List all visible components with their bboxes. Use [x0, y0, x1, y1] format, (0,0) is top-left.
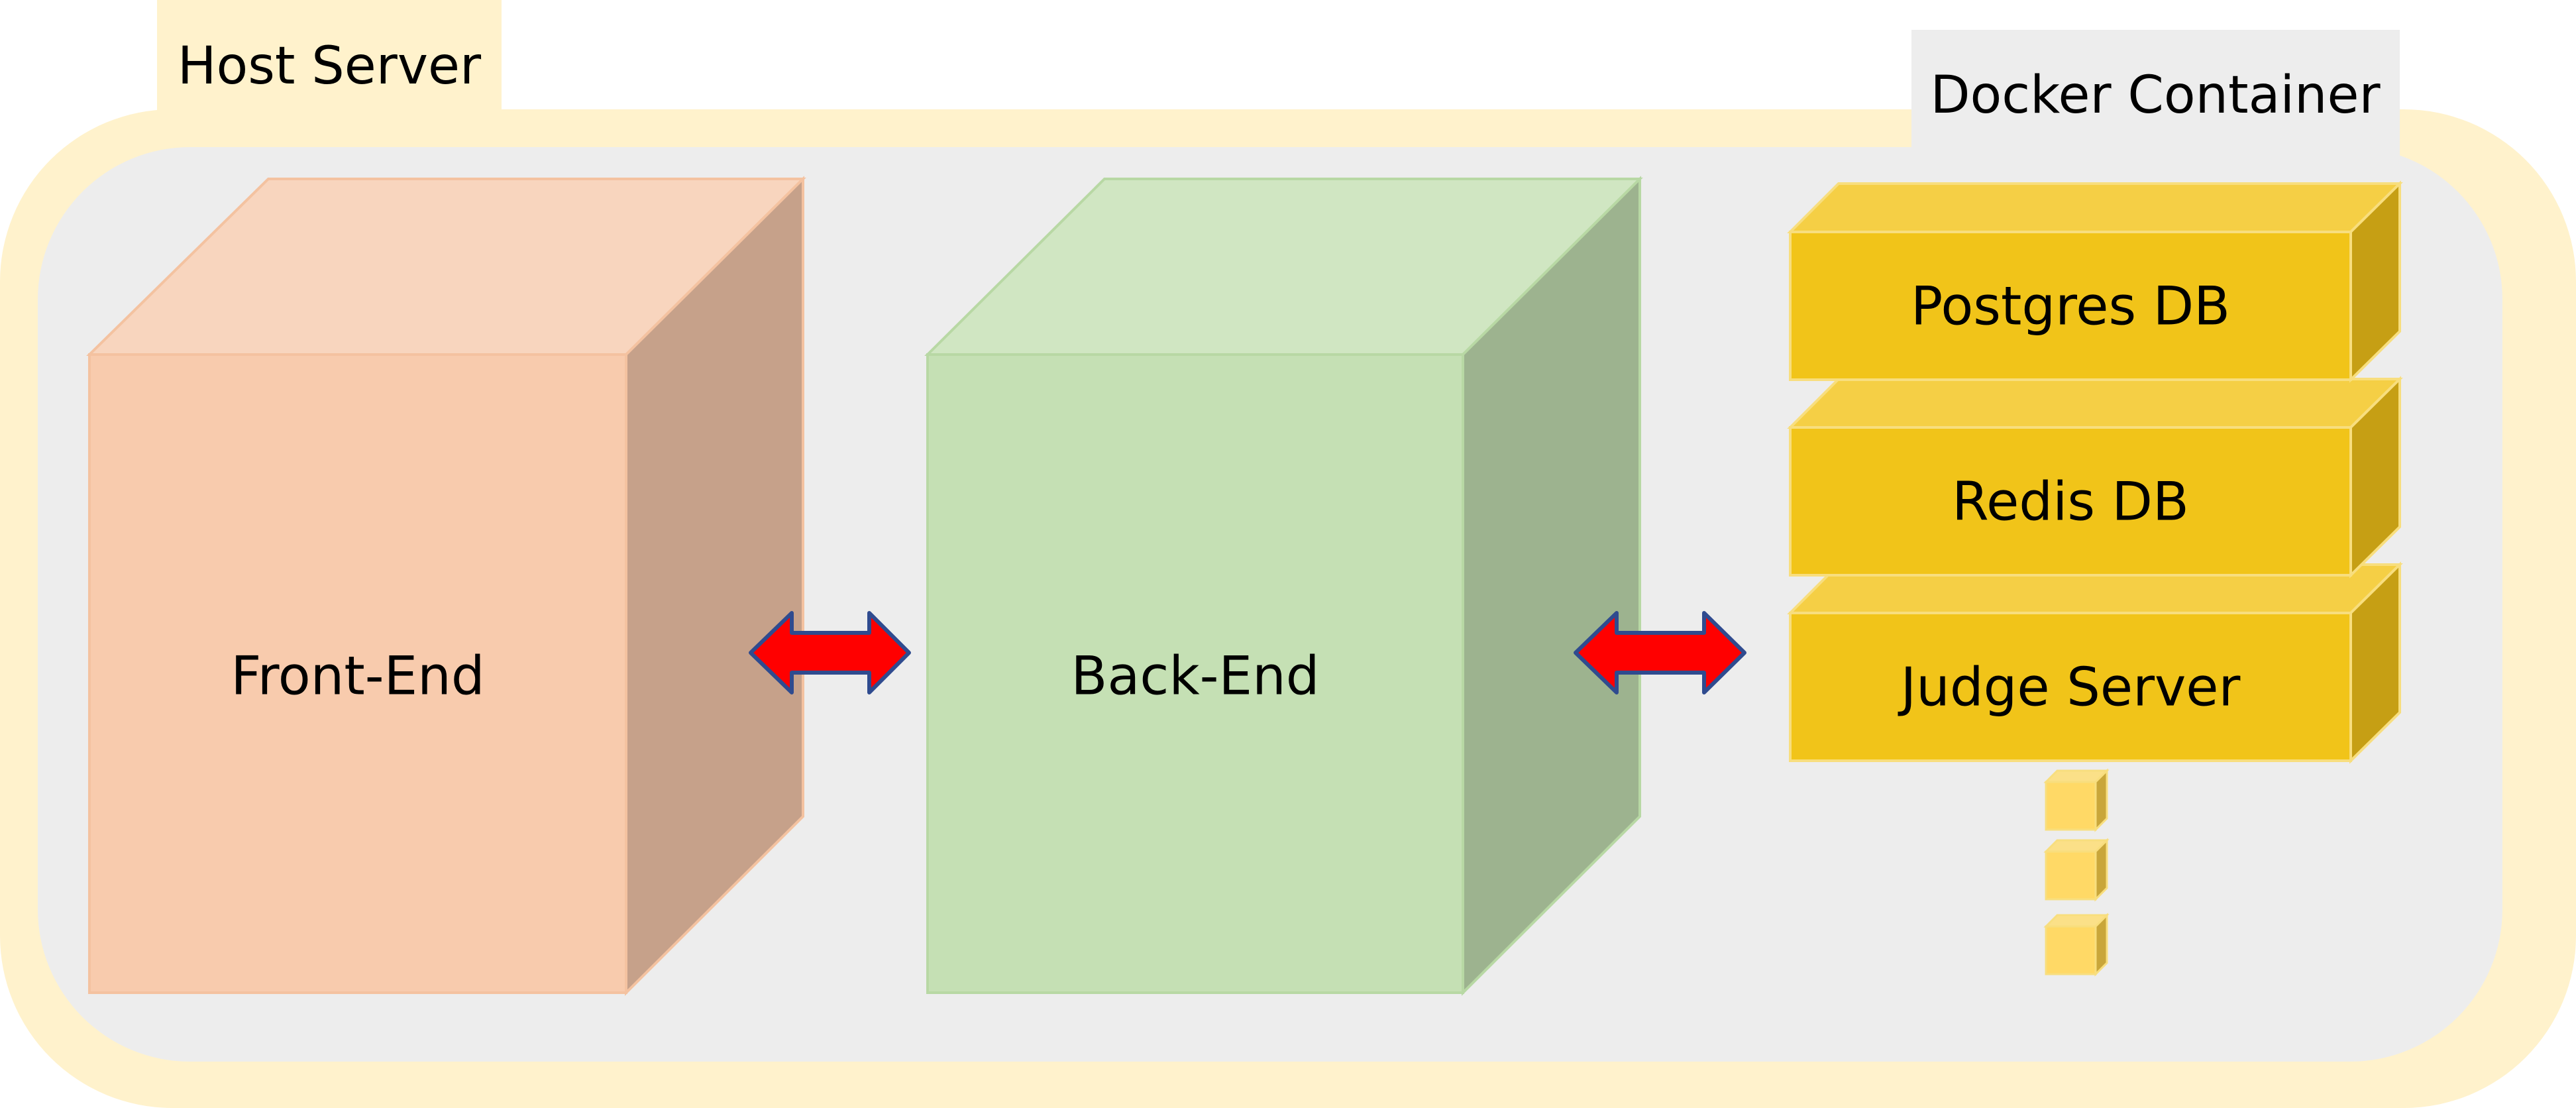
frontend-label: Front-End	[231, 645, 484, 707]
vertical-ellipsis-cubes-icon	[2043, 768, 2110, 977]
host-server-tab: Host Server	[157, 0, 502, 133]
service-slab-top	[1787, 182, 2403, 233]
mini-cube	[2043, 913, 2110, 977]
backend-cube-front	[926, 353, 1464, 994]
frontend-cube-front	[88, 353, 627, 994]
service-slab-front	[1789, 231, 2352, 381]
mini-cube	[2043, 768, 2110, 832]
service-slab-front	[1789, 612, 2352, 762]
frontend-cube: Front-End	[86, 176, 806, 996]
backend-cube: Back-End	[924, 176, 1643, 996]
backend-label: Back-End	[1071, 645, 1319, 707]
host-server-label: Host Server	[178, 36, 482, 96]
mini-cube	[2043, 838, 2110, 902]
double-headed-arrow-icon	[749, 611, 911, 694]
service-judge-server-label: Judge Server	[1898, 657, 2241, 718]
docker-container-label: Docker Container	[1930, 66, 2381, 125]
service-redis-db: Redis DB	[1787, 376, 2403, 579]
docker-container-tab: Docker Container	[1911, 30, 2400, 162]
service-slab-top	[1787, 378, 2403, 429]
double-headed-arrow-icon	[1574, 611, 1746, 694]
service-postgres-db: Postgres DB	[1787, 180, 2403, 383]
service-postgres-db-label: Postgres DB	[1911, 276, 2230, 337]
service-redis-db-label: Redis DB	[1952, 471, 2189, 533]
service-slab-front	[1789, 426, 2352, 577]
service-judge-server: Judge Server	[1787, 561, 2403, 764]
